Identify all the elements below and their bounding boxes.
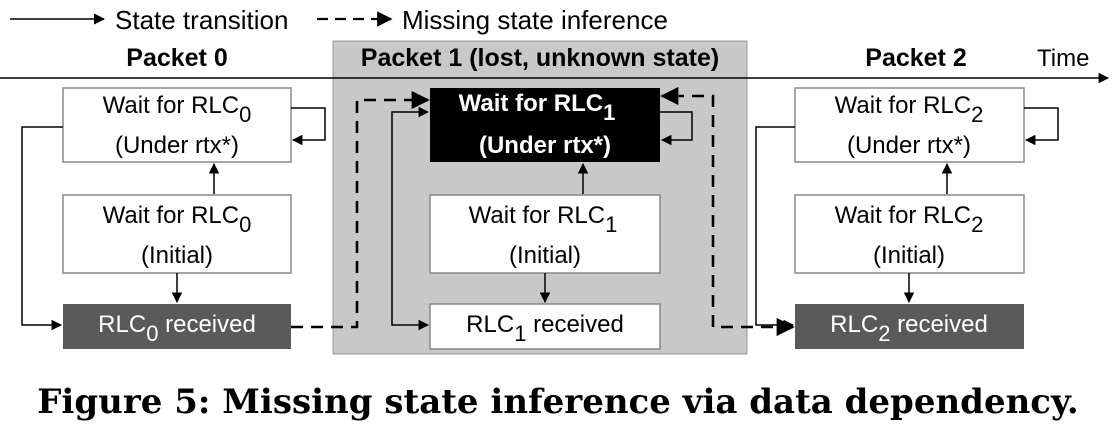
packet-2-column: Wait for RLC2 (Under rtx*) Wait for RLC2… (755, 87, 1059, 349)
packet-0-column: Wait for RLC0 (Under rtx*) Wait for RLC0… (21, 87, 326, 349)
packet-1-column: Wait for RLC1 (Under rtx*) Wait for RLC1… (391, 88, 693, 350)
packet-0-received-box (63, 304, 291, 349)
time-label: Time (1037, 45, 1089, 72)
legend-dashed-label: Missing state inference (402, 5, 668, 35)
packet-0-rtx-self-loop (291, 107, 326, 146)
packet-2-wait-initial-line2: (Initial) (873, 242, 945, 269)
packet-2-rtx-self-loop (1024, 107, 1059, 146)
packet-2-header: Packet 2 (865, 44, 966, 72)
packet-2-wait-initial-line1: Wait for RLC2 (835, 202, 984, 237)
packet-1-wait-rtx-box (430, 88, 660, 162)
legend: State transition Missing state inference (10, 5, 668, 35)
packet-0-header: Packet 0 (126, 44, 227, 72)
packet-1-wait-rtx-line2: (Under rtx*) (479, 132, 611, 159)
packet-2-received-label: RLC2 received (830, 311, 988, 346)
packet-0-wait-rtx-box (62, 87, 292, 163)
packet-1-received-label: RLC1 received (466, 311, 624, 346)
packet-2-received-box (795, 304, 1024, 349)
packet-2-wait-rtx-line1: Wait for RLC2 (835, 92, 984, 127)
packet-1-header: Packet 1 (lost, unknown state) (361, 44, 719, 72)
packet-0-wait-initial-line1: Wait for RLC0 (103, 202, 252, 237)
inference-from-packet-0-arrow (291, 90, 430, 329)
packet-0-wait-rtx-line1: Wait for RLC0 (103, 92, 252, 127)
packet-1-rtx-to-received-arrow (391, 106, 430, 331)
packet-1-wait-initial-line1: Wait for RLC1 (469, 202, 618, 237)
packet-0-wait-rtx-line2: (Under rtx*) (115, 132, 239, 159)
packet-2-wait-rtx-box (794, 87, 1025, 163)
packet-1-wait-rtx-line1: Wait for RLC1 (459, 90, 616, 125)
packet-0-wait-initial-line2: (Initial) (141, 242, 213, 269)
packet-2-rtx-to-received-arrow (755, 126, 795, 331)
figure-caption: Figure 5: Missing state inference via da… (37, 382, 1078, 422)
packet-1-wait-initial-box (429, 194, 661, 274)
packet-0-rtx-to-received-arrow (21, 126, 63, 331)
packet-1-wait-initial-line2: (Initial) (509, 242, 581, 269)
packet-0-received-label: RLC0 received (98, 311, 256, 346)
packet-1-received-box (429, 303, 661, 350)
inference-from-packet-2-arrow (660, 86, 795, 337)
packet-2-wait-rtx-line2: (Under rtx*) (847, 132, 971, 159)
legend-solid-label: State transition (115, 5, 288, 35)
